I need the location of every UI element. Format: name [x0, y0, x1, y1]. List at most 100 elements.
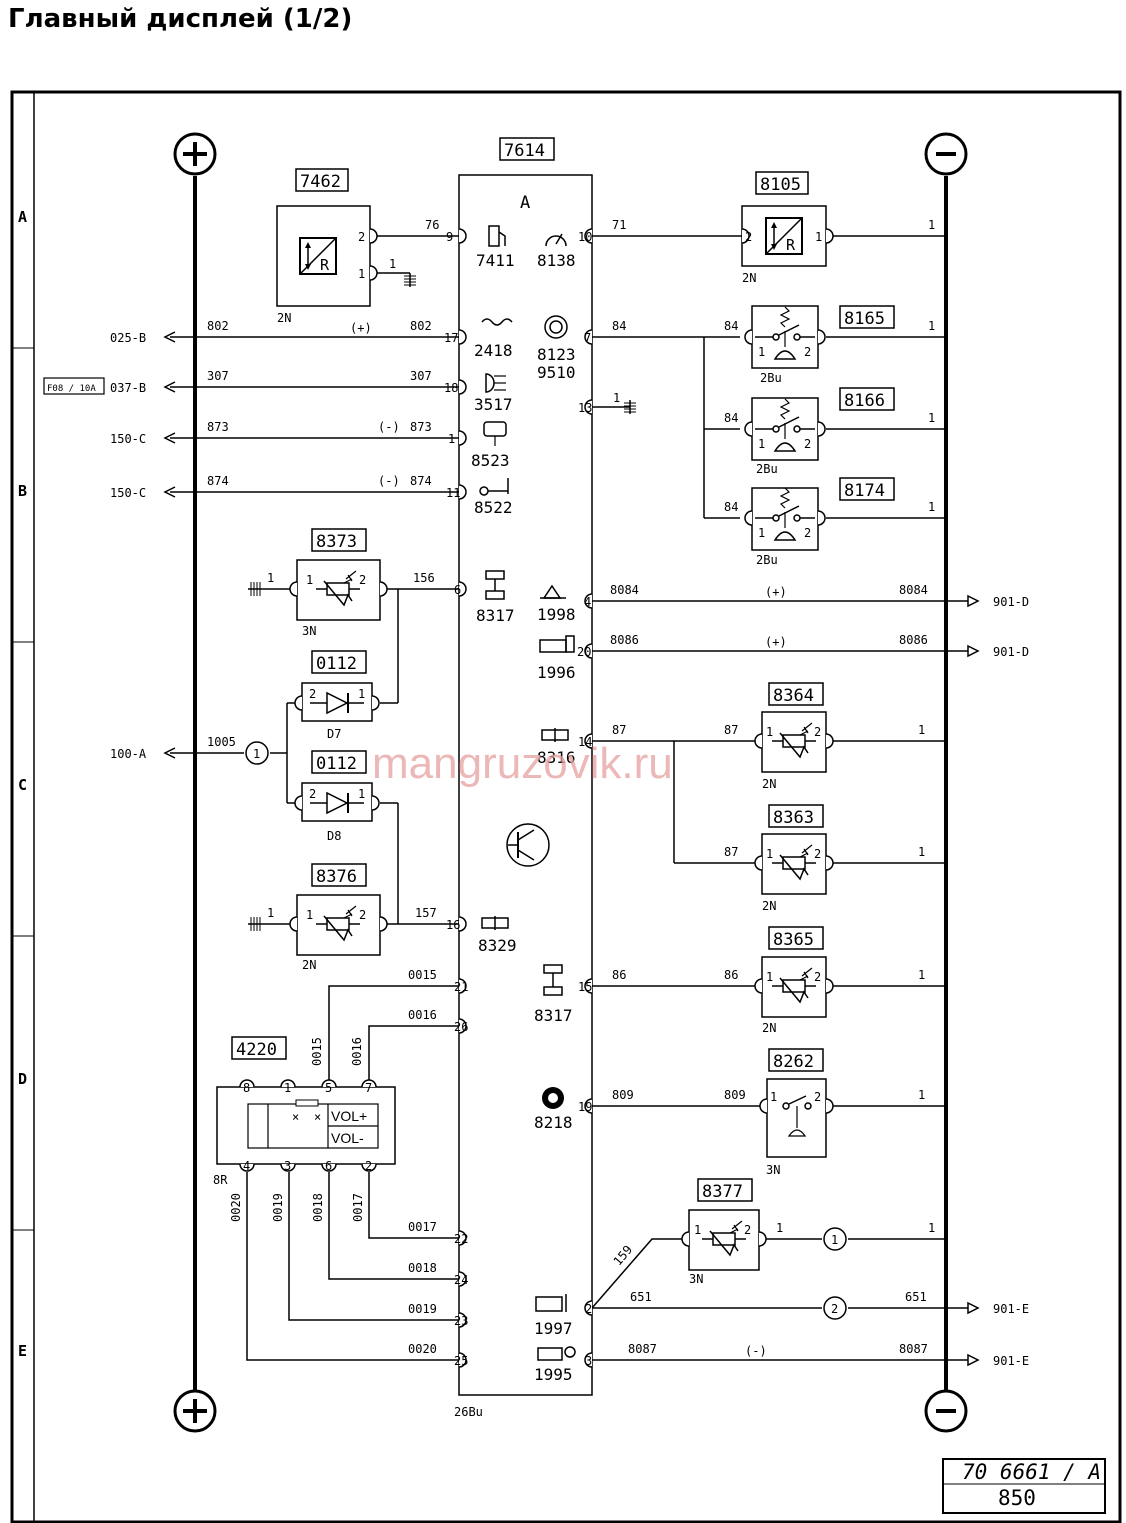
fog-lamp-icon: [485, 373, 506, 393]
pin-label: 7: [584, 331, 591, 345]
differential-icon: [481, 916, 509, 930]
indicator-8218: 8218: [534, 1113, 573, 1132]
lamp-icon: [542, 1087, 564, 1109]
connector-label: 8R: [213, 1173, 228, 1187]
component-id: 0112: [316, 654, 357, 674]
x-mark-icon: ×: [292, 1110, 299, 1124]
component-8364: 8364 1 2 2N 14 87 87 1: [578, 682, 925, 791]
pin-label: 1: [758, 437, 765, 451]
wire-label: 87: [724, 845, 738, 859]
pin-label: 1: [358, 687, 365, 701]
wire-label: 0016: [408, 1008, 437, 1022]
row-label-c: C: [18, 776, 27, 794]
pin-label: 1: [758, 345, 765, 359]
indicator-2418: 2418: [474, 341, 513, 360]
wire-label: 84: [612, 319, 626, 333]
wire-label: 157: [415, 906, 437, 920]
wire-label: 1005: [207, 735, 236, 749]
wire-label: 1: [918, 1088, 925, 1102]
dest-label: 901-D: [993, 645, 1029, 659]
instrument-cluster-7614: 7614 A 26Bu: [454, 137, 593, 1419]
component-id: 8174: [844, 481, 885, 501]
wire-label: 0017: [408, 1220, 437, 1234]
polarity-label: (-): [378, 420, 400, 434]
transistor-icon: [506, 823, 550, 867]
connector-label: 3N: [689, 1272, 703, 1286]
wire-label: 87: [724, 723, 738, 737]
node-label: 1: [253, 747, 260, 761]
component-id: 8364: [773, 686, 814, 706]
wire-label: 0015: [408, 968, 437, 982]
pin-label: 2: [365, 1159, 372, 1173]
pin-label: 1: [306, 908, 313, 922]
pin-label: 2: [744, 1223, 751, 1237]
component-7462: 7462 2 1 2N 76 9 1: [276, 168, 453, 325]
component-4220: 4220 8 1 5 7 4 3 6 2 × × VOL+ VOL- 8R 00…: [213, 968, 468, 1368]
wire-label: 8086: [610, 633, 639, 647]
row-labels: A B C D E: [18, 208, 27, 1360]
wire-label: 1: [918, 723, 925, 737]
truck-tool-icon: [537, 1346, 576, 1361]
pin-label: 3: [585, 1354, 592, 1368]
wire-label: 0018: [408, 1261, 437, 1275]
component-8363: 8363 1 2 2N 87 1: [724, 804, 925, 913]
indicator-7411: 7411: [476, 251, 515, 270]
pin-label: 16: [446, 918, 460, 932]
pin-label: 1: [770, 1090, 777, 1104]
connector-label: 2N: [277, 311, 291, 325]
wire-label: 802: [207, 319, 229, 333]
pin-label: 15: [578, 980, 592, 994]
wire-label: 87: [612, 723, 626, 737]
wire-label: 84: [724, 411, 738, 425]
wire-label: 1: [928, 500, 935, 514]
wires: [170, 235, 968, 1361]
pin-label: 1: [758, 526, 765, 540]
pin-label: 1: [694, 1223, 701, 1237]
pin-label: 7: [365, 1081, 372, 1095]
page-title: Главный дисплей (1/2): [8, 4, 353, 34]
wire-label: 0019: [408, 1302, 437, 1316]
wire-label: 1: [928, 411, 935, 425]
indicator-8523: 8523: [471, 451, 510, 470]
component-id: 8262: [773, 1052, 814, 1072]
component-8262: 8262 1 2 3N 19 809 809 1: [578, 1048, 925, 1177]
polarity-label: (-): [378, 474, 400, 488]
connector-label: 2Bu: [756, 462, 778, 476]
pin-label: 2: [814, 847, 821, 861]
component-id: 8363: [773, 808, 814, 828]
right-connections: 4 8084 (+) 8084 901-D 20 8086 (+) 8086 9…: [577, 583, 1029, 1368]
pin-label: 20: [577, 645, 591, 659]
indicator-8138: 8138: [537, 251, 576, 270]
indicator-8329: 8329: [478, 936, 517, 955]
row-label-e: E: [18, 1342, 27, 1360]
wire-label: 8084: [610, 583, 639, 597]
wire-label: 0016: [350, 1037, 364, 1066]
wire-label: 1: [613, 391, 620, 405]
wire-label: 0015: [310, 1037, 324, 1066]
wire-label: 802: [410, 319, 432, 333]
wire-label: 156: [413, 571, 435, 585]
connector-label: 2N: [762, 899, 776, 913]
wire-label: 873: [207, 420, 229, 434]
component-id: 8373: [316, 532, 357, 552]
diff-lock-icon-2: [543, 964, 563, 996]
wire-label: 874: [410, 474, 432, 488]
main-unit-id: 7614: [504, 141, 545, 161]
tipper-icon: [479, 478, 509, 496]
component-8174: 8174 1 2 2Bu 84 1: [724, 477, 935, 567]
glow-plug-icon: [481, 318, 513, 326]
ground-13: 13 1: [578, 391, 637, 415]
polarity-label: (+): [765, 585, 787, 599]
dest-label: 150-C: [110, 432, 146, 446]
node-label: 2: [831, 1302, 838, 1316]
wire-label: 1: [928, 218, 935, 232]
pin-label: 24: [454, 1273, 468, 1287]
row-label-a: A: [18, 208, 27, 226]
pin-label: 10: [578, 230, 592, 244]
wire-label: 8087: [899, 1342, 928, 1356]
gauge-icon: [545, 233, 567, 247]
dest-label: 901-E: [993, 1302, 1029, 1316]
component-8105: 8105 2 1 2N 71 10 1: [578, 171, 935, 285]
wire-label: 76: [425, 218, 439, 232]
